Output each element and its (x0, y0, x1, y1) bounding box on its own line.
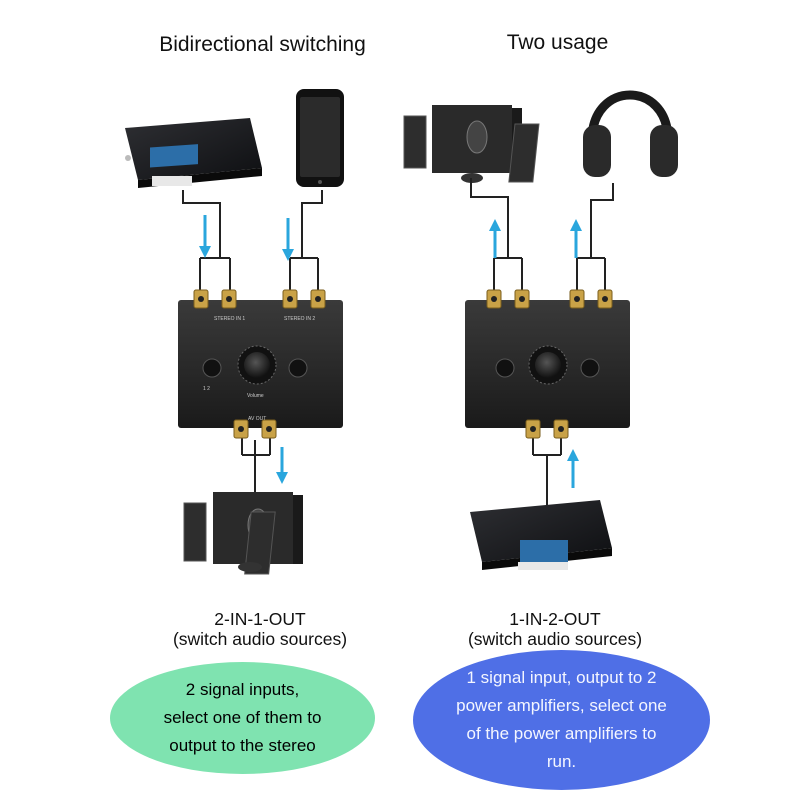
bluray-player-icon (125, 118, 262, 188)
out-label: AV OUT (248, 416, 266, 422)
right-bubble-line: 1 signal input, output to 2 (466, 668, 657, 687)
right-bubble-line: run. (546, 752, 577, 771)
left-bubble-line: 2 signal inputs, (185, 680, 300, 699)
right-mode-sub: (switch audio sources) (467, 629, 643, 649)
speaker-system-icon-2 (403, 105, 540, 183)
left-title: Bidirectional switching (159, 33, 366, 56)
right-description-bubble: 1 signal input, output to 2 power amplif… (413, 650, 710, 790)
smartphone-icon (296, 89, 344, 187)
bluray-player-icon-2 (470, 500, 612, 570)
audio-switch-box-left (178, 289, 343, 439)
headphones-icon (583, 90, 678, 177)
right-bubble-line: power amplifiers, select one (456, 696, 667, 715)
in1-label: STEREO IN 1 (214, 316, 245, 322)
left-mode-sub: (switch audio sources) (172, 629, 348, 649)
right-mode: 1-IN-2-OUT (509, 609, 601, 629)
speaker-system-icon (183, 492, 303, 575)
left-bubble-line: output to the stereo (169, 736, 316, 755)
audio-switch-box-right (465, 289, 630, 439)
right-title: Two usage (506, 31, 609, 54)
volume-label: Volume (247, 393, 264, 399)
right-bubble-line: of the power amplifiers to (466, 724, 657, 743)
input-select-label: 1 2 (203, 386, 210, 392)
left-mode: 2-IN-1-OUT (214, 609, 306, 629)
left-bubble-line: select one of them to (163, 708, 322, 727)
in2-label: STEREO IN 2 (284, 316, 315, 322)
left-description-bubble: 2 signal inputs, select one of them to o… (110, 662, 375, 774)
